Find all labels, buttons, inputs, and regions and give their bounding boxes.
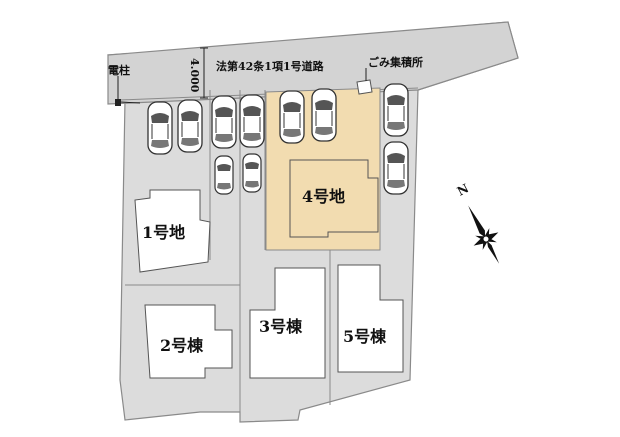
- building-lot-5: [337, 264, 404, 373]
- lot-5-label: 5号棟: [343, 327, 387, 346]
- lot-3-label: 3号棟: [259, 317, 303, 336]
- road-width-label: 4.000: [188, 58, 201, 93]
- building-lot-3: [249, 267, 326, 379]
- garbage-area-icon: [356, 79, 373, 95]
- utility-pole-icon: [115, 99, 121, 106]
- road-label: 法第42条1項1号道路: [216, 59, 325, 73]
- north-arrow: [468, 205, 500, 264]
- building-lot-4: [289, 159, 379, 238]
- building-lot-1: [134, 189, 211, 273]
- car-4: [239, 94, 265, 148]
- car-7: [383, 83, 409, 137]
- car-3: [211, 95, 237, 149]
- car-5: [279, 90, 305, 144]
- lot-1-label: 1号地: [142, 223, 185, 242]
- lot-2-label: 2号棟: [160, 336, 204, 355]
- car-10: [242, 153, 262, 193]
- utility-pole-wire: [120, 101, 141, 104]
- utility-pole-label: 電柱: [108, 63, 130, 77]
- car-2: [177, 99, 203, 153]
- building-lot-2: [144, 304, 233, 379]
- car-1: [147, 101, 173, 155]
- car-8: [383, 141, 409, 195]
- car-9: [214, 155, 234, 195]
- north-label: N: [455, 181, 471, 199]
- lot-4-label: 4号地: [302, 187, 345, 206]
- car-6: [311, 88, 337, 142]
- road: [107, 21, 519, 105]
- garbage-label: ごみ集積所: [368, 55, 423, 69]
